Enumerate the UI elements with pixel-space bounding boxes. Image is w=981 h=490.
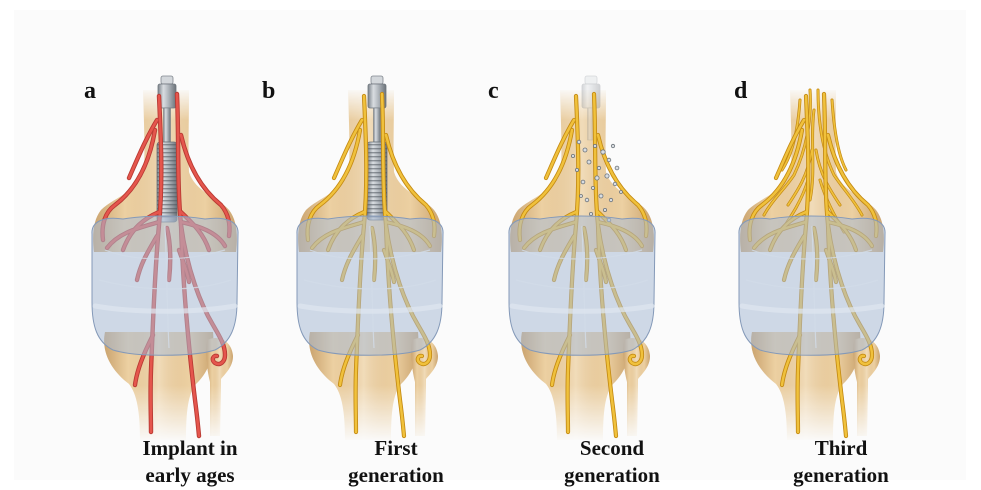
implant-cap: [371, 76, 383, 84]
panel-caption-line2: generation: [793, 463, 889, 487]
implant-neck: [164, 108, 171, 142]
panel-caption-line2: generation: [348, 463, 444, 487]
implant-cap: [585, 76, 597, 84]
particle: [580, 195, 583, 198]
knee-capsule: [739, 216, 885, 355]
panel-caption-line2: generation: [564, 463, 660, 487]
particle: [611, 144, 614, 147]
panel-caption-line1: Second: [580, 436, 645, 460]
particle: [571, 154, 574, 157]
particle: [583, 148, 587, 152]
panel-label: b: [262, 78, 275, 104]
panel-caption-line1: First: [374, 436, 417, 460]
particle: [599, 194, 603, 198]
implant-abutment: [582, 84, 600, 108]
particle: [591, 186, 594, 189]
particle: [581, 180, 585, 184]
knee-capsule: [92, 216, 238, 355]
particle: [603, 208, 606, 211]
knee-capsule: [509, 216, 655, 355]
particle: [593, 144, 596, 147]
panel-label: a: [84, 78, 96, 104]
panel-caption-line1: Implant in: [142, 436, 237, 460]
panel-caption-line1: Third: [815, 436, 868, 460]
knee-capsule: [297, 216, 443, 355]
particle: [597, 166, 600, 169]
particle: [601, 150, 605, 154]
particle: [609, 198, 612, 201]
particle: [615, 166, 619, 170]
particle: [587, 160, 591, 164]
particle: [607, 158, 611, 162]
particle: [575, 168, 578, 171]
implant-neck: [374, 108, 381, 142]
implant-cap: [161, 76, 173, 84]
particle: [613, 182, 617, 186]
panel-caption-line2: early ages: [145, 463, 234, 487]
panel-label: d: [734, 78, 748, 104]
particle: [589, 212, 592, 215]
panel-label: c: [488, 78, 499, 104]
particle: [605, 174, 609, 178]
particle: [620, 191, 623, 194]
particle: [585, 198, 589, 202]
particle: [595, 176, 599, 180]
particle: [577, 140, 581, 144]
